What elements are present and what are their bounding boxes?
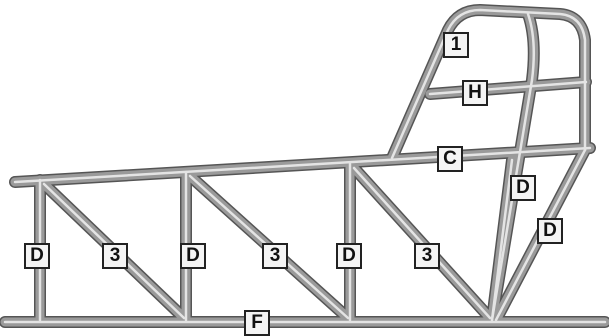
label-tube-d-1: D (24, 243, 50, 269)
tube-d-rear-long-shine (490, 158, 514, 322)
tube-rear-post-top-shine (390, 8, 587, 160)
label-tube-h: H (462, 80, 488, 106)
label-tube-3-3: 3 (414, 243, 440, 269)
tube-c-top-rail-shine (13, 146, 592, 184)
label-tube-d-2: D (180, 243, 206, 269)
label-tube-c: C (437, 146, 463, 172)
label-tube-d-rear-inner: D (510, 175, 536, 201)
tube-h-brace-shine (428, 80, 588, 96)
label-tube-1: 1 (443, 32, 469, 58)
label-tube-d-3: D (336, 243, 362, 269)
label-tube-f: F (244, 310, 270, 336)
label-tube-3-1: 3 (102, 243, 128, 269)
label-tube-3-2: 3 (262, 243, 288, 269)
label-tube-d-rear-outer: D (537, 218, 563, 244)
tube-rear-inner-arc-shine (490, 12, 536, 322)
